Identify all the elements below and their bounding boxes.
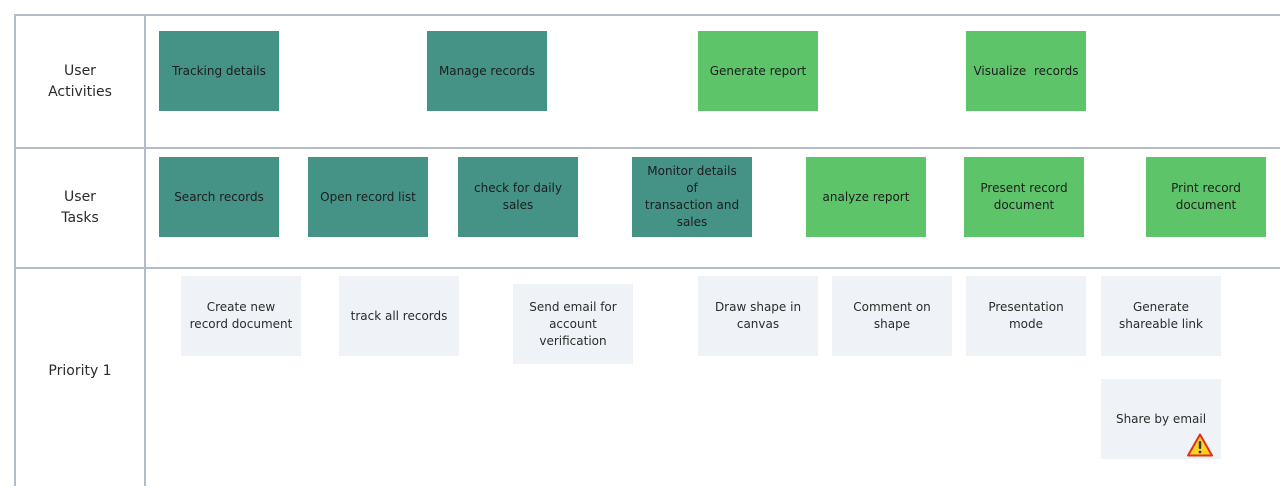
task-card-label: analyze report bbox=[822, 189, 910, 204]
board-top-border bbox=[14, 14, 1280, 16]
story-card-label: Presentation mode bbox=[988, 300, 1064, 331]
activity-card-label: Generate report bbox=[709, 63, 807, 78]
story-card-send-email-verification[interactable]: Send email for account verification bbox=[513, 284, 633, 364]
activity-card-generate-report[interactable]: Generate report bbox=[698, 31, 818, 111]
lane-divider-tasks bbox=[14, 267, 1280, 269]
story-card-label: Generate shareable link bbox=[1119, 300, 1203, 331]
story-card-draw-shape-in-canvas[interactable]: Draw shape in canvas bbox=[698, 276, 818, 356]
activity-card-manage-records[interactable]: Manage records bbox=[427, 31, 547, 111]
activity-card-visualize-records[interactable]: Visualize records bbox=[966, 31, 1086, 111]
story-card-comment-on-shape[interactable]: Comment on shape bbox=[832, 276, 952, 356]
lane-label-user-tasks: User Tasks bbox=[16, 149, 144, 267]
story-card-presentation-mode[interactable]: Presentation mode bbox=[966, 276, 1086, 356]
lane-label-user-activities: User Activities bbox=[16, 16, 144, 147]
task-card-label: check for daily sales bbox=[473, 181, 562, 212]
task-card-monitor-transaction-details[interactable]: Monitor details of transaction and sales bbox=[632, 157, 752, 237]
story-card-label: track all records bbox=[350, 308, 448, 323]
story-card-track-all-records[interactable]: track all records bbox=[339, 276, 459, 356]
lane-label-divider bbox=[144, 14, 146, 486]
task-card-analyze-report[interactable]: analyze report bbox=[806, 157, 926, 237]
activity-card-tracking-details[interactable]: Tracking details bbox=[159, 31, 279, 111]
story-card-generate-shareable-link[interactable]: Generate shareable link bbox=[1101, 276, 1221, 356]
lane-divider-activities bbox=[14, 147, 1280, 149]
task-card-label: Monitor details of transaction and sales bbox=[644, 164, 740, 229]
story-card-label: Comment on shape bbox=[853, 300, 931, 331]
task-card-label: Open record list bbox=[320, 189, 416, 204]
task-card-check-daily-sales[interactable]: check for daily sales bbox=[458, 157, 578, 237]
lane-label-priority-1: Priority 1 bbox=[16, 269, 144, 474]
lane-label-priority-1-text: Priority 1 bbox=[48, 363, 112, 379]
board-left-border bbox=[14, 14, 16, 486]
activity-card-label: Manage records bbox=[438, 63, 536, 78]
story-card-label: Send email for account verification bbox=[529, 299, 617, 348]
task-card-open-record-list[interactable]: Open record list bbox=[308, 157, 428, 237]
task-card-label: Search records bbox=[174, 189, 264, 204]
lane-label-user-activities-text: User Activities bbox=[48, 62, 112, 100]
story-card-label: Create new record document bbox=[189, 300, 293, 331]
warning-triangle-icon bbox=[1187, 433, 1213, 457]
task-card-label: Present record document bbox=[980, 181, 1068, 212]
activity-card-label: Tracking details bbox=[172, 63, 266, 78]
story-card-create-new-record-document[interactable]: Create new record document bbox=[181, 276, 301, 356]
story-card-label: Share by email bbox=[1115, 411, 1207, 426]
task-card-present-record-document[interactable]: Present record document bbox=[964, 157, 1084, 237]
task-card-print-record-document[interactable]: Print record document bbox=[1146, 157, 1266, 237]
activity-card-label: Visualize records bbox=[973, 63, 1079, 78]
lane-label-user-tasks-text: User Tasks bbox=[61, 189, 99, 226]
story-card-label: Draw shape in canvas bbox=[714, 300, 802, 331]
task-card-label: Print record document bbox=[1171, 181, 1241, 212]
task-card-search-records[interactable]: Search records bbox=[159, 157, 279, 237]
